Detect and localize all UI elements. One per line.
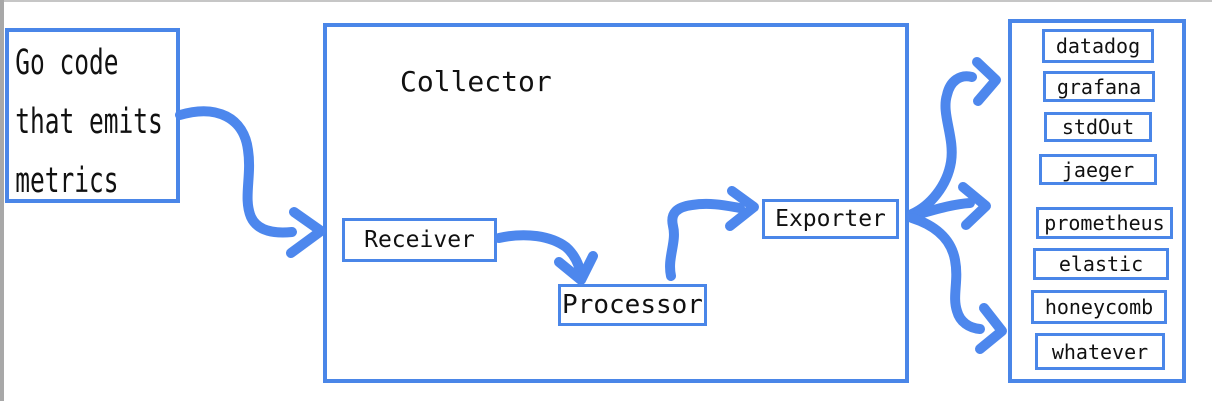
destination-box-stdout: stdOut bbox=[1044, 112, 1152, 142]
source-text-line-1: Go code bbox=[15, 43, 119, 83]
arrow-exporter-to-destinations-bottom bbox=[907, 213, 1007, 354]
destination-box-prometheus: prometheus bbox=[1036, 207, 1173, 239]
destination-label: jaeger bbox=[1061, 157, 1135, 182]
window-edge-left bbox=[0, 0, 4, 401]
destination-label: datadog bbox=[1055, 34, 1141, 58]
collector-title: Collector bbox=[400, 65, 552, 98]
arrow-exporter-to-destinations-top bbox=[907, 57, 1001, 219]
destination-label: elastic bbox=[1058, 252, 1144, 276]
destination-label: stdOut bbox=[1061, 115, 1135, 139]
destination-box-elastic: elastic bbox=[1033, 248, 1169, 280]
source-text: Go code that emits metrics bbox=[9, 32, 163, 211]
processor-label: Processor bbox=[562, 290, 703, 320]
arrow-source-to-receiver bbox=[175, 106, 326, 258]
arrow-exporter-to-destinations-middle bbox=[907, 182, 991, 230]
source-text-line-3: metrics bbox=[15, 161, 119, 201]
source-text-line-2: that emits bbox=[15, 102, 163, 142]
destination-label: prometheus bbox=[1044, 211, 1165, 235]
destination-box-jaeger: jaeger bbox=[1039, 154, 1157, 185]
receiver-label: Receiver bbox=[364, 227, 475, 253]
destination-label: honeycomb bbox=[1044, 295, 1154, 319]
destination-box-grafana: grafana bbox=[1043, 71, 1155, 102]
destination-box-whatever: whatever bbox=[1035, 333, 1165, 370]
processor-box: Processor bbox=[558, 284, 707, 326]
receiver-box: Receiver bbox=[342, 218, 497, 262]
exporter-box: Exporter bbox=[762, 199, 899, 239]
destination-label: grafana bbox=[1056, 74, 1142, 99]
source-box: Go code that emits metrics bbox=[5, 28, 180, 203]
destination-label: whatever bbox=[1051, 339, 1149, 364]
exporter-label: Exporter bbox=[775, 206, 886, 232]
destination-box-datadog: datadog bbox=[1042, 29, 1154, 63]
destination-box-honeycomb: honeycomb bbox=[1031, 290, 1167, 324]
window-edge-top bbox=[0, 0, 1212, 2]
